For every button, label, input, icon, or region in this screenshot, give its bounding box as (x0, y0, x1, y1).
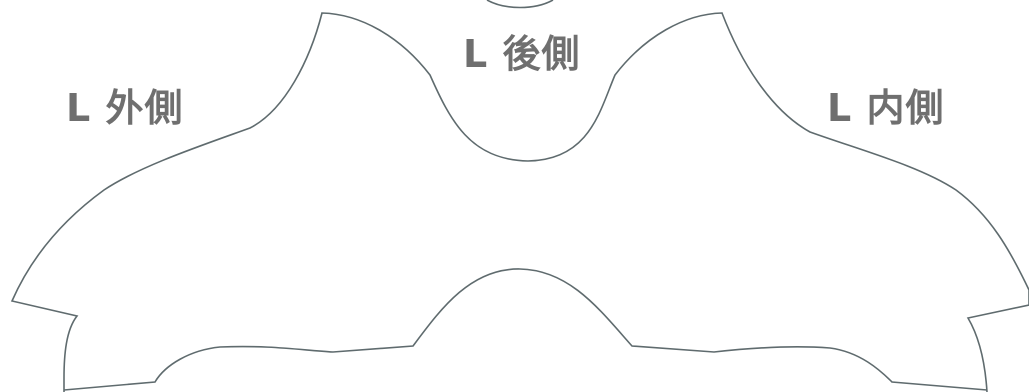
label-back-side: L 後側 (463, 32, 581, 76)
label-outer-side: L 外側 (66, 86, 184, 130)
lower-contour (63, 268, 988, 391)
upper-contour (10, 12, 1029, 392)
label-inner-side: L 内側 (827, 86, 945, 130)
top-cap-arc (486, 0, 554, 9)
